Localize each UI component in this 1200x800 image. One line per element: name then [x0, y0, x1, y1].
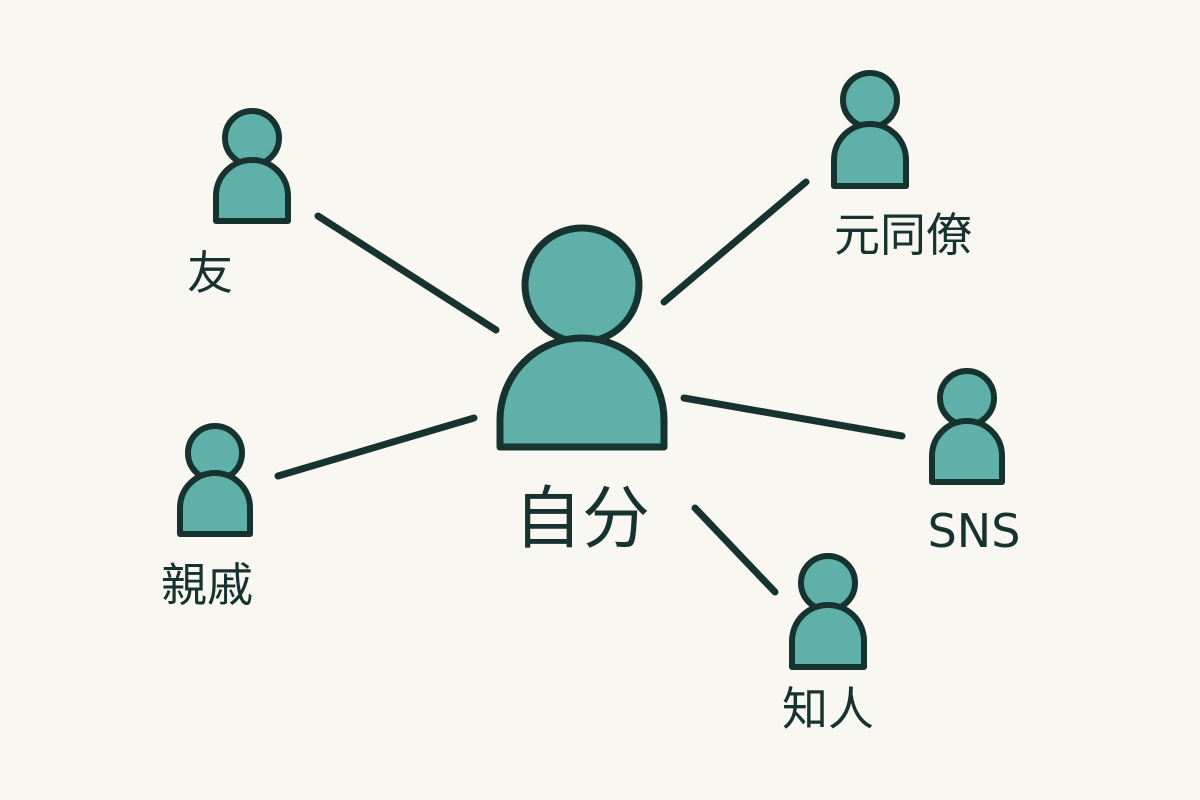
acquaintance-person-icon [789, 553, 867, 670]
friend-person-icon [213, 108, 291, 224]
relatives-person-icon [177, 423, 253, 537]
sns-label: SNS [927, 504, 1021, 558]
former-colleague-person-icon [831, 70, 909, 189]
relatives-label: 親戚 [161, 558, 253, 612]
connector-former-colleague [660, 178, 810, 306]
former-colleague-label: 元同僚 [834, 208, 972, 262]
connector-acquaintance [691, 504, 779, 596]
center-label: 自分 [513, 480, 651, 559]
sns-person-icon [929, 368, 1005, 485]
connector-sns [680, 394, 906, 440]
friend-label: 友 [187, 246, 233, 300]
center-person-icon [496, 224, 668, 451]
connector-relatives [274, 414, 478, 480]
acquaintance-label: 知人 [782, 682, 874, 736]
connector-friend [314, 212, 500, 334]
